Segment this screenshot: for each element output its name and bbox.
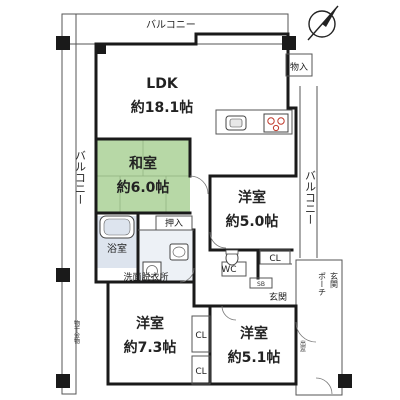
- north-compass-icon: [307, 5, 339, 41]
- walls: [94, 32, 298, 386]
- balcony-top-label: バルコニー: [146, 19, 196, 31]
- toilet-icon: [225, 249, 239, 266]
- yoshitsu-c-size: 約5.1帖: [228, 349, 281, 366]
- laundry-hanger-label: 物干金物: [73, 319, 80, 345]
- washer-icon: [142, 261, 162, 281]
- yoshitsu-a-size: 約5.0帖: [226, 213, 279, 230]
- ldk-label: LDK: [146, 76, 179, 92]
- senmen-label: 洗面脱衣所: [123, 271, 168, 283]
- genkan-label: 玄関: [269, 291, 287, 303]
- tatami-joints: [96, 139, 190, 213]
- kitchen-counter: [215, 109, 293, 135]
- kitchen-stove-icon: [263, 113, 289, 133]
- sb-label: SB: [257, 281, 265, 288]
- partition-lines: [138, 53, 313, 385]
- washbasin-icon: [169, 243, 189, 261]
- balcony-left-label: バルコニー: [74, 150, 87, 205]
- yokushitsu-label: 浴室: [107, 242, 127, 255]
- porch-label-2: ポーチ: [318, 272, 327, 296]
- cl-b2-label: CL: [195, 367, 206, 377]
- balcony-right-label: バルコニー: [304, 170, 317, 225]
- bathtub-icon: [99, 215, 135, 239]
- yoshitsu-b-size: 約7.3帖: [124, 339, 177, 356]
- wc-label: WC: [221, 265, 236, 275]
- porch-label-1: 玄関: [330, 271, 339, 289]
- washitsu-label: 和室: [129, 155, 157, 172]
- yoshitsu-b-label: 洋室: [136, 315, 164, 332]
- storage-top-label: 物入: [290, 61, 308, 73]
- kitchen-sink-icon: [225, 115, 247, 131]
- cl-label: CL: [269, 254, 280, 264]
- yoshitsu-a-label: 洋室: [238, 189, 266, 206]
- washitsu-size: 約6.0帖: [117, 179, 170, 196]
- ldk-size: 約18.1帖: [131, 99, 194, 116]
- yoshitsu-c-label: 洋室: [240, 325, 268, 342]
- door-swings: [179, 175, 333, 395]
- storage-mid-label: 押入: [165, 217, 183, 229]
- cl-b1-label: CL: [195, 331, 206, 341]
- pillars: [56, 36, 352, 388]
- exit-mark-label: 出窓: [299, 339, 306, 352]
